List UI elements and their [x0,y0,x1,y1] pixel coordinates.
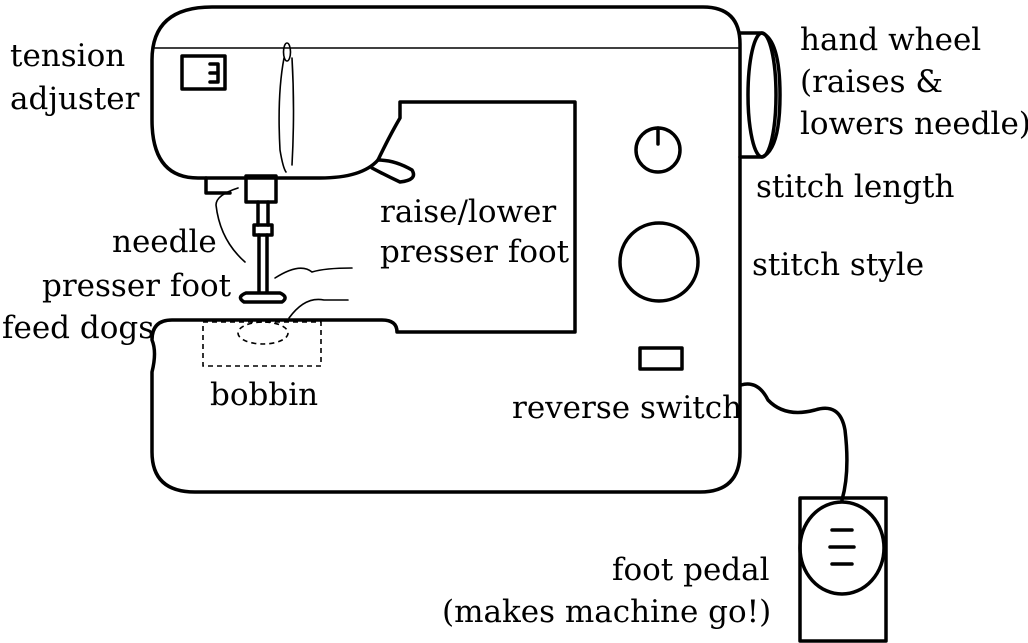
foot-pedal-plate [798,500,886,596]
label-stitch-length: stitch length [756,169,954,205]
label-tension: tension [10,38,125,74]
foot-pedal-grip [828,528,856,566]
presser-bar-foot-mount [204,176,232,195]
label-reverse-switch: reverse switch [512,390,742,426]
thread-guide [282,42,292,62]
foot-pedal [798,496,888,643]
label-hand-wheel-raises: (raises & [800,64,943,100]
reverse-switch [638,346,684,371]
label-feed-dogs: feed dogs [2,310,154,346]
label-adjuster: adjuster [10,81,140,117]
hand-wheel [738,31,782,159]
stitch-style-dial [618,221,700,303]
leader-needle [274,267,353,279]
thread [278,57,295,173]
needle-shaft [257,233,269,294]
needle-shank [252,223,274,237]
label-foot-pedal-note: (makes machine go!) [442,594,771,630]
hand-wheel-face [746,31,778,159]
presser-foot-lever [370,158,416,184]
label-raise-lower: raise/lower [380,194,556,230]
needle-clamp [244,174,278,204]
needle [256,200,270,227]
bobbin-case [202,321,322,367]
label-bobbin: bobbin [210,377,318,413]
label-raise-lower-presser-foot: presser foot [380,234,570,270]
machine-body-outline [150,5,742,494]
presser-foot [238,291,287,304]
label-hand-wheel: hand wheel [800,22,981,58]
label-needle: needle [112,224,217,260]
tension-adjuster-marks [208,62,220,84]
label-hand-wheel-lowers: lowers needle) [800,106,1028,142]
thread-at-needle [215,187,246,263]
label-stitch-style: stitch style [752,247,924,283]
label-foot-pedal: foot pedal [612,552,770,588]
leader-feed-dogs [288,298,349,319]
tension-adjuster [180,54,227,91]
label-presser-foot: presser foot [42,268,232,304]
bobbin [237,321,289,345]
power-cord [739,382,849,502]
